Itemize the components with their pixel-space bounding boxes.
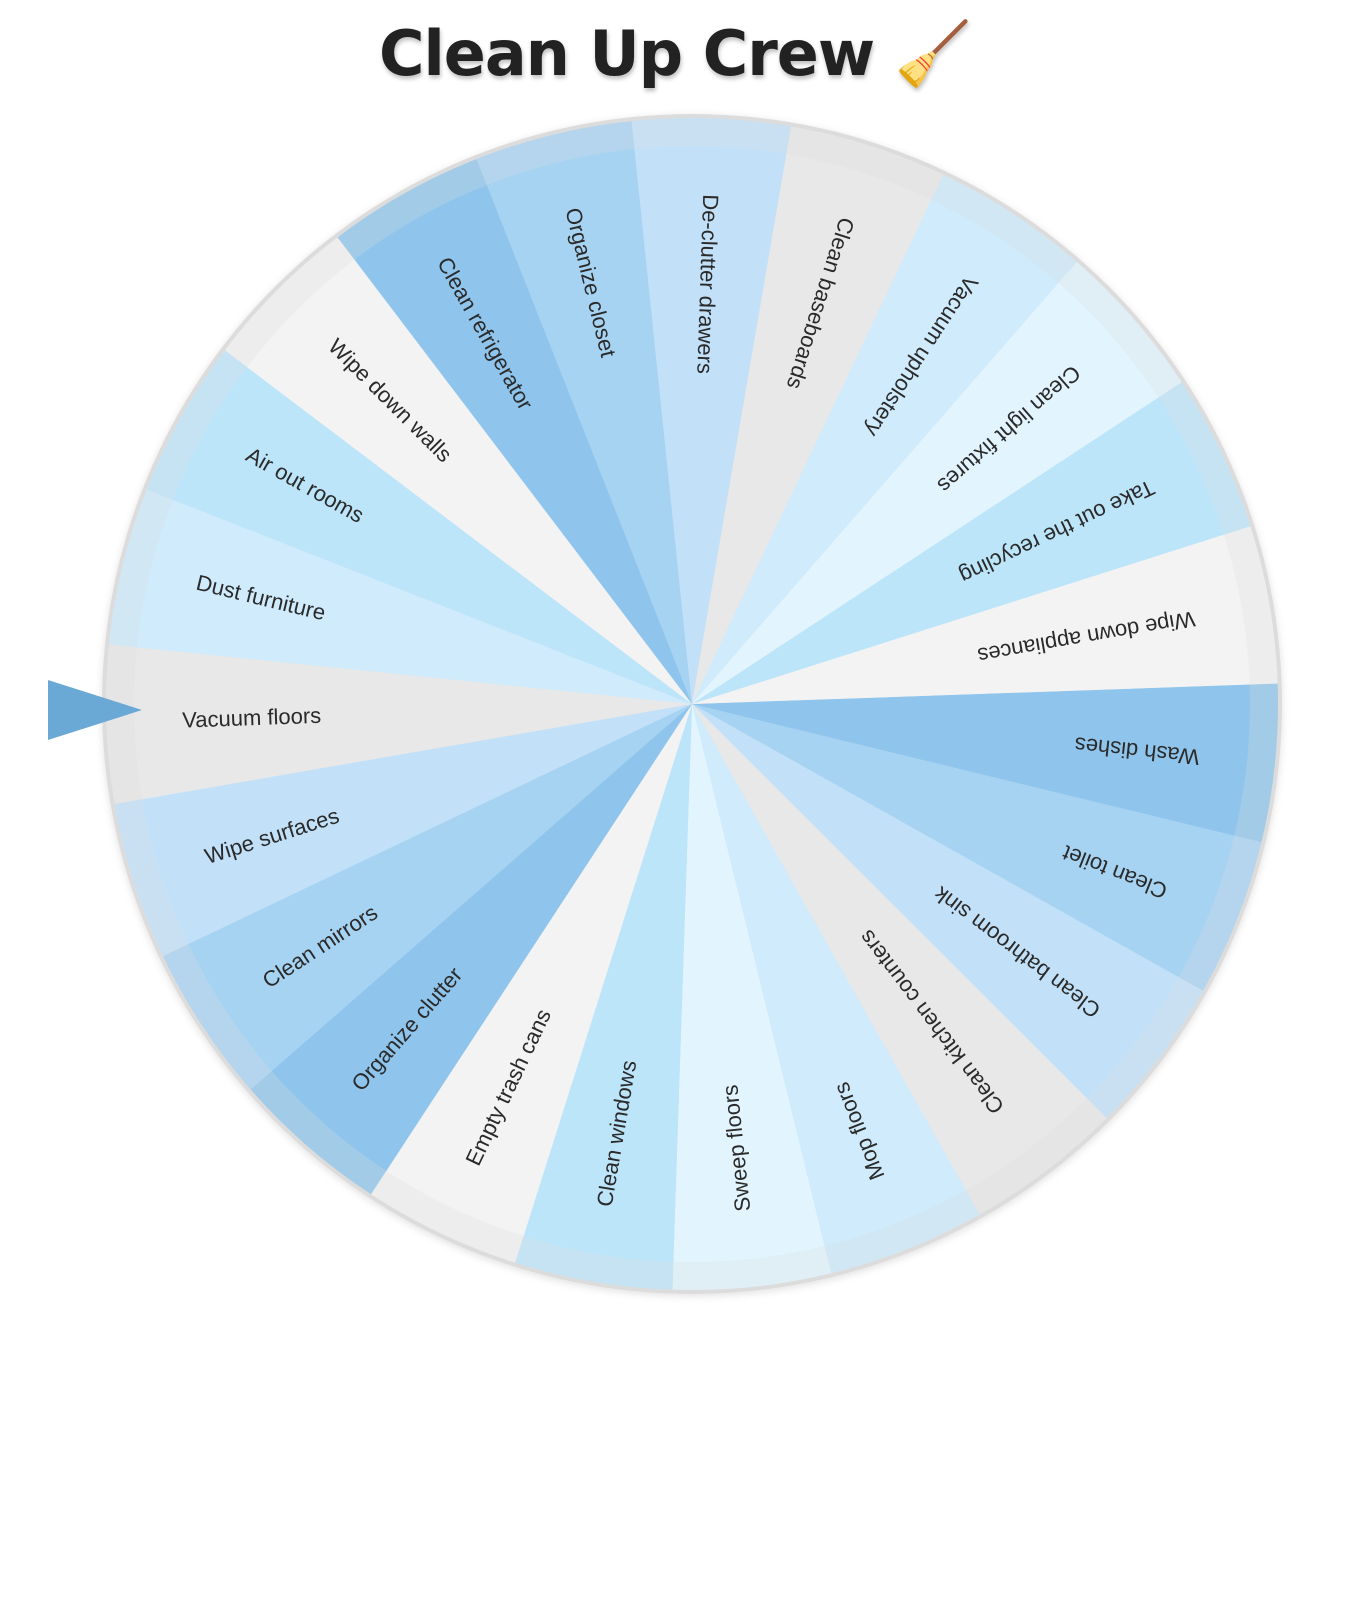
wheel-segment-sweep-floors[interactable]: [673, 704, 825, 1263]
wheel-segment-clean-refrigerator[interactable]: [354, 185, 693, 704]
wheel-segment-wipe-down-appliances[interactable]: [692, 534, 1250, 704]
wheel-segment-clean-windows[interactable]: [523, 704, 692, 1262]
page-title: Clean Up Crew 🧹: [0, 14, 1350, 94]
wheel-segment-wash-dishes[interactable]: [692, 684, 1250, 836]
wheel-segment-clean-kitchen-counters[interactable]: [692, 704, 1087, 1191]
wheel-segment-clean-light-fixtures[interactable]: [692, 283, 1159, 704]
wheel-segment-dust-furniture[interactable]: [136, 499, 692, 704]
title-text: Clean Up Crew: [379, 17, 875, 90]
wheel-segment-air-out-rooms[interactable]: [172, 367, 692, 704]
wheel-segment-clean-mirrors[interactable]: [188, 704, 692, 1072]
wheel-segment-de-clutter-drawers[interactable]: [634, 146, 787, 704]
wheel-segment-wipe-down-walls[interactable]: [247, 259, 692, 704]
wheel-segment-vacuum-upholstery[interactable]: [692, 199, 1059, 704]
wheel-slices[interactable]: [134, 146, 1250, 1263]
wheel-segment-organize-closet[interactable]: [486, 148, 692, 705]
wheel-segment-clean-bathroom-sink[interactable]: [692, 704, 1179, 1099]
wheel-label-vacuum-floors: Vacuum floors: [182, 703, 322, 733]
wheel-label-de-clutter-drawers: De-clutter drawers: [692, 194, 723, 374]
wheel-pointer-icon: [48, 680, 142, 740]
wheel-segment-vacuum-floors[interactable]: [134, 647, 693, 800]
wheel-segment-mop-floors[interactable]: [692, 704, 966, 1247]
wheel-segment-organize-clutter[interactable]: [271, 704, 692, 1171]
wheel-segment-clean-toilet[interactable]: [692, 704, 1235, 978]
wheel-segment-wipe-surfaces[interactable]: [142, 704, 692, 945]
broom-icon: 🧹: [894, 17, 972, 90]
wheel-segment-empty-trash-cans[interactable]: [386, 704, 692, 1236]
wheel-segment-clean-baseboards[interactable]: [692, 154, 932, 705]
wheel-segment-take-out-the-recycling[interactable]: [692, 397, 1224, 704]
